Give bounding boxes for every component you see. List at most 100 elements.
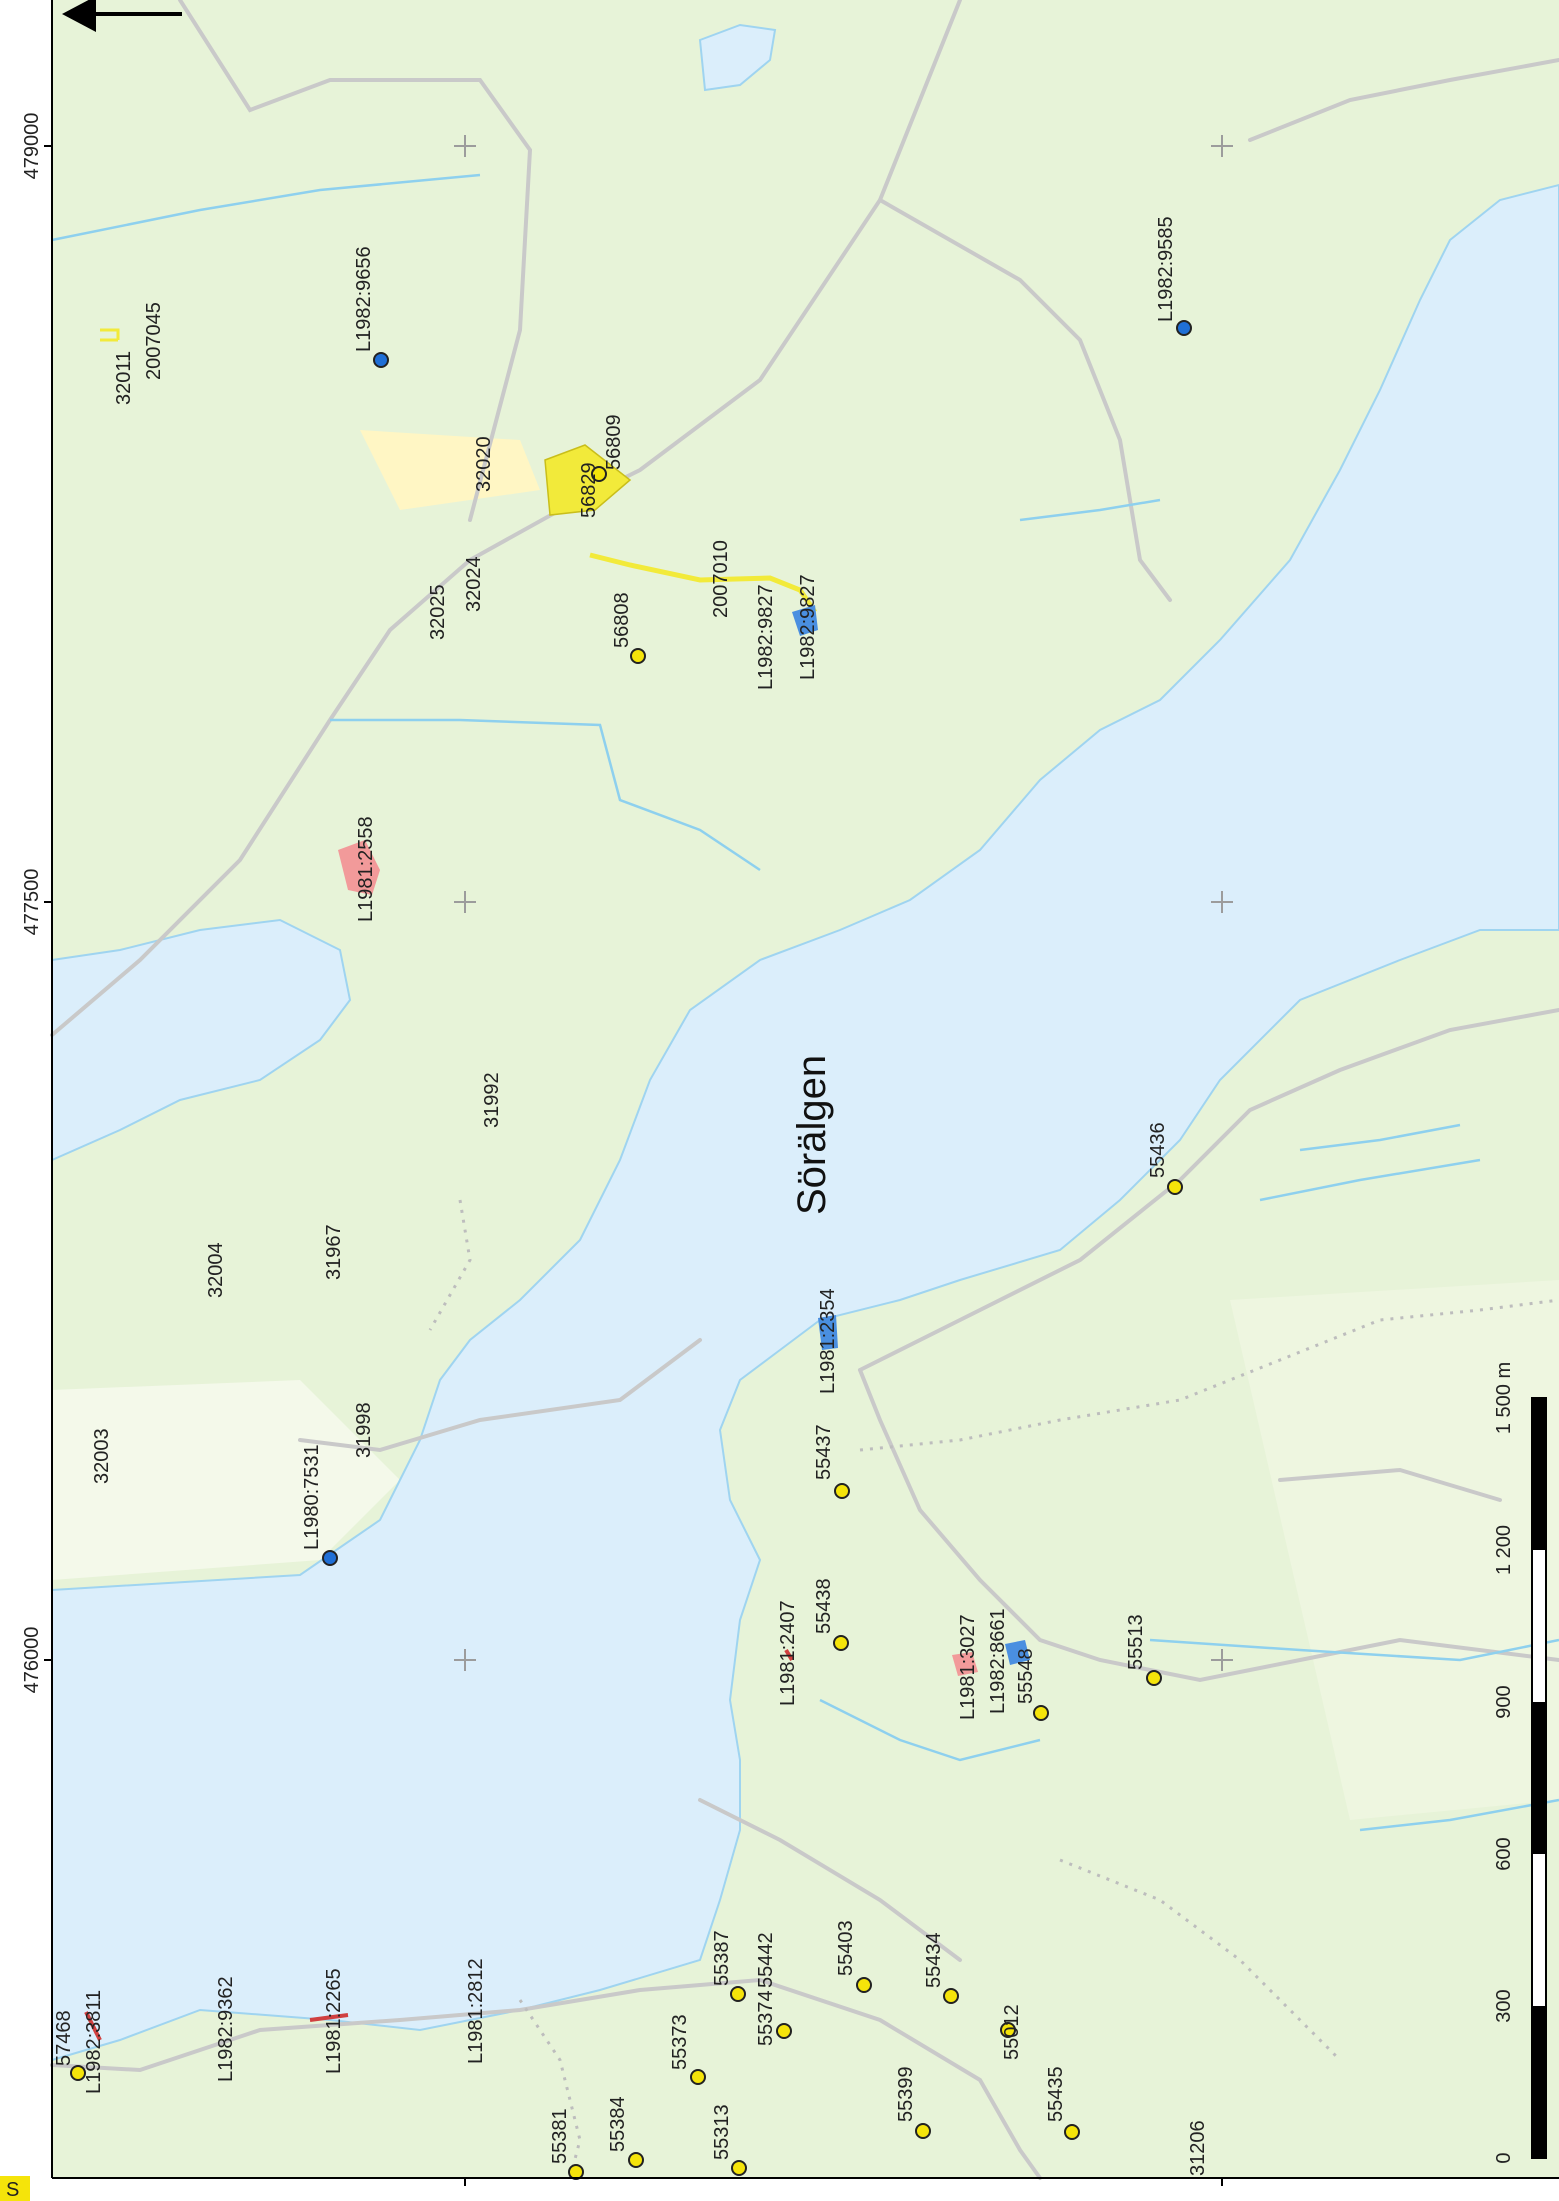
mark-l1981-2265 <box>309 2013 349 2022</box>
mark-l1982-3811 <box>84 2011 102 2041</box>
grid-cross <box>1211 891 1233 913</box>
label-56829: 56829 <box>578 462 600 518</box>
stream-east <box>1019 498 1161 522</box>
area-l1982-9827 <box>792 605 818 636</box>
area-l1981-2558 <box>338 840 380 895</box>
axis-bottom <box>52 2177 1559 2186</box>
label-31998: 31998 <box>353 1402 375 1458</box>
open-land-patch <box>52 1380 400 1580</box>
point-55384[interactable] <box>628 2152 644 2168</box>
label-32003: 32003 <box>91 1428 113 1484</box>
lake-west <box>51 918 352 1162</box>
label-55384: 55384 <box>607 2096 629 2152</box>
label-31967: 31967 <box>323 1224 345 1280</box>
label-55387: 55387 <box>711 1930 733 1986</box>
point-55437[interactable] <box>834 1483 850 1499</box>
road-north <box>178 0 533 522</box>
corner-mark-text: S <box>6 2179 19 2201</box>
settlement-patch <box>360 430 540 510</box>
scale-bar-segment <box>1532 1702 1546 1854</box>
point-markers <box>70 320 1192 2180</box>
road-southwest <box>50 1977 1042 2180</box>
track-southeast <box>1059 1858 1342 2062</box>
mark-l1981-2407 <box>784 1648 794 1662</box>
road-east <box>878 198 1172 602</box>
stream-southeast <box>1149 1638 1559 1662</box>
point-56808[interactable] <box>630 648 646 664</box>
axis-left-label-479000: 479000 <box>21 113 43 180</box>
road-northeast <box>1248 58 1559 142</box>
label-57468: 57468 <box>53 2010 75 2066</box>
point-55012[interactable] <box>1000 2022 1016 2038</box>
point-55399[interactable] <box>915 2123 931 2139</box>
label-l1982-3811: L1982:3811 <box>83 1990 105 2094</box>
stream-north <box>51 173 481 242</box>
label-32024: 32024 <box>463 556 485 612</box>
grid-cross <box>454 891 476 913</box>
scale-label-0: 0 <box>1493 2152 1515 2163</box>
grid-cross <box>454 1649 476 1671</box>
label-l1980-7531: L1980:7531 <box>301 1444 323 1550</box>
label-55435: 55435 <box>1045 2066 1067 2122</box>
label-l1981-2812: L1981:2812 <box>465 1958 487 2064</box>
point-55438[interactable] <box>833 1635 849 1651</box>
stream-shore <box>1259 1158 1481 1202</box>
road-southeast <box>1278 1467 1502 1502</box>
point-55387[interactable] <box>730 1986 746 2002</box>
open-land-patch-2 <box>1230 1280 1559 1820</box>
road-local <box>698 1798 962 1962</box>
label-32004: 32004 <box>205 1242 227 1298</box>
point-55381[interactable] <box>568 2164 584 2180</box>
road-shore <box>858 1008 1559 1372</box>
label-l1982-9656: L1982:9656 <box>353 246 375 352</box>
label-55381: 55381 <box>549 2108 571 2164</box>
feature-labels: 32011 2007045 L1982:9656 32020 56809 568… <box>53 216 1209 2176</box>
label-32020: 32020 <box>473 436 495 492</box>
point-l1982-9656[interactable] <box>373 352 389 368</box>
label-55373: 55373 <box>669 2014 691 2070</box>
point-55373[interactable] <box>690 2069 706 2085</box>
label-55403: 55403 <box>835 1920 857 1976</box>
axis-left: 479000 477500 476000 <box>21 0 53 2178</box>
point-55548[interactable] <box>1033 1705 1049 1721</box>
point-57468[interactable] <box>70 2065 86 2081</box>
point-55403[interactable] <box>856 1977 872 1993</box>
point-55374[interactable] <box>776 2023 792 2039</box>
label-32011: 32011 <box>113 351 135 405</box>
point-55435[interactable] <box>1064 2124 1080 2140</box>
corner-mark-box <box>0 2176 30 2201</box>
roads <box>50 0 1559 2180</box>
point-l1980-7531[interactable] <box>322 1550 338 1566</box>
corner-mark: S <box>0 2176 30 2201</box>
point-55434[interactable] <box>943 1988 959 2004</box>
label-l1981-2265: L1981:2265 <box>323 1968 345 2074</box>
point-55513[interactable] <box>1146 1670 1162 1686</box>
label-l1981-2354: L1981:2354 <box>817 1288 839 1394</box>
label-55436: 55436 <box>1147 1122 1169 1178</box>
track-north <box>428 1199 472 1331</box>
point-55436[interactable] <box>1167 1179 1183 1195</box>
label-55438: 55438 <box>813 1578 835 1634</box>
point-55313[interactable] <box>731 2160 747 2176</box>
lake-soralgen <box>51 183 1559 2062</box>
axis-left-label-476000: 476000 <box>21 1627 43 1694</box>
grid-crosses <box>454 135 1233 1671</box>
label-55434: 55434 <box>923 1932 945 1988</box>
label-55012: 55012 <box>1001 2004 1023 2060</box>
stream-south <box>819 1698 1041 1762</box>
label-55313: 55313 <box>711 2104 733 2160</box>
scale-label-1200: 1 200 <box>1493 1525 1515 1575</box>
label-l1981-2407: L1981:2407 <box>777 1600 799 1706</box>
point-l1982-9585[interactable] <box>1176 320 1192 336</box>
scale-bar-segment <box>1532 2006 1546 2158</box>
point-56829[interactable] <box>591 466 607 482</box>
label-55513: 55513 <box>1125 1614 1147 1670</box>
label-31206: 31206 <box>1187 2120 1209 2176</box>
scale-label-300: 300 <box>1493 1989 1515 2022</box>
axis-left-label-477500: 477500 <box>21 869 43 936</box>
area-l1982-8661 <box>1005 1640 1030 1665</box>
road-south <box>858 1368 1559 1683</box>
area-l1981-2354 <box>818 1315 838 1350</box>
scale-label-600: 600 <box>1493 1837 1515 1870</box>
